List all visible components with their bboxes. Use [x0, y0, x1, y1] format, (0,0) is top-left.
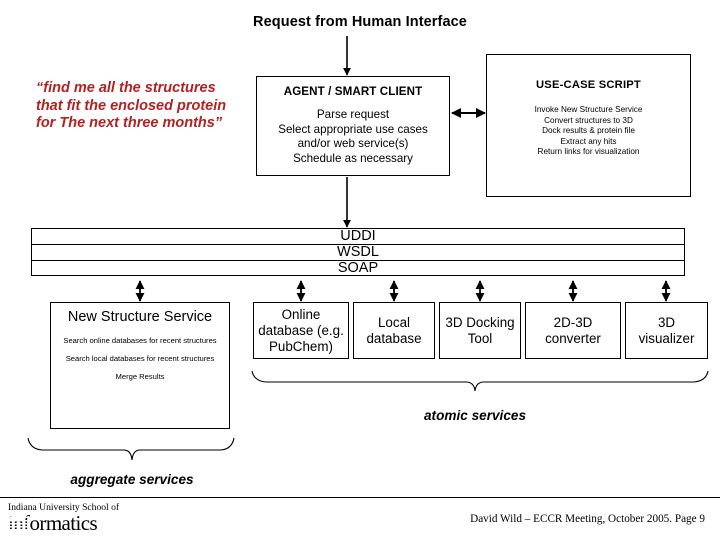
protocol-bar-uddi: UDDI [31, 228, 685, 244]
usecase-box-title: USE-CASE SCRIPT [536, 79, 641, 91]
agent-smart-client-box: AGENT / SMART CLIENT Parse request Selec… [256, 76, 450, 176]
service-detail-list: Search online databases for recent struc… [51, 336, 229, 382]
service-box-3d-visualizer: 3D visualizer [625, 302, 708, 359]
service-box-new-structure-service: New Structure Service Search online data… [50, 302, 230, 429]
iu-logo-wordmark: informatics [8, 512, 178, 534]
protocol-bar-soap: SOAP [31, 260, 685, 276]
service-title: New Structure Service [67, 309, 213, 325]
protocol-bar-wsdl: WSDL [31, 244, 685, 260]
brace-aggregate-services [27, 437, 235, 461]
iu-logo-wordmark-rest: ormatics [29, 511, 98, 535]
protocol-stack: UDDI WSDL SOAP [31, 228, 685, 276]
service-title: 3D Docking Tool [445, 314, 515, 346]
service-detail: Search local databases for recent struct… [65, 353, 215, 363]
service-title: 2D-3D converter [545, 314, 601, 346]
iu-logo-school-line: Indiana University School of [8, 502, 120, 513]
service-detail: Search online databases for recent struc… [63, 335, 217, 345]
agent-line: and/or web service(s) [297, 137, 409, 151]
iu-logo-wordmark-striped: inf [8, 511, 30, 535]
service-box-3d-docking-tool: 3D Docking Tool [439, 302, 521, 359]
usecase-line: Invoke New Structure Service [534, 105, 643, 114]
agent-box-title: AGENT / SMART CLIENT [283, 85, 423, 98]
agent-line: Schedule as necessary [293, 151, 413, 165]
aggregate-services-label: aggregate services [70, 472, 194, 487]
page-title: Request from Human Interface [253, 14, 467, 30]
service-box-2d-3d-converter: 2D-3D converter [525, 302, 621, 359]
footer-divider [0, 497, 720, 498]
service-box-local-database: Local database [353, 302, 435, 359]
agent-box-body: Parse request Select appropriate use cas… [257, 108, 449, 166]
usecase-line: Return links for visualization [537, 147, 640, 157]
use-case-script-box: USE-CASE SCRIPT Invoke New Structure Ser… [486, 54, 691, 197]
agent-line: Parse request [316, 108, 390, 121]
service-box-online-database: Online database (e.g. PubChem) [253, 302, 349, 359]
service-title: Online database (e.g. PubChem) [258, 306, 344, 354]
iu-informatics-logo: Indiana University School of informatics [8, 502, 178, 538]
footer-credit: David Wild – ECCR Meeting, October 2005.… [470, 513, 705, 525]
service-title: Local database [366, 314, 422, 346]
usecase-line: Convert structures to 3D [544, 115, 633, 125]
service-title: 3D visualizer [638, 314, 695, 346]
usecase-line: Extract any hits [560, 136, 617, 146]
agent-line: Select appropriate use cases [278, 122, 428, 136]
usecase-box-body: Invoke New Structure Service Convert str… [487, 105, 690, 158]
usecase-line: Dock results & protein file [542, 126, 635, 136]
user-request-quote: “find me all the structures that fit the… [36, 80, 227, 132]
atomic-services-label: atomic services [423, 408, 527, 423]
brace-atomic-services [251, 370, 709, 392]
service-detail: Merge Results [115, 372, 165, 382]
